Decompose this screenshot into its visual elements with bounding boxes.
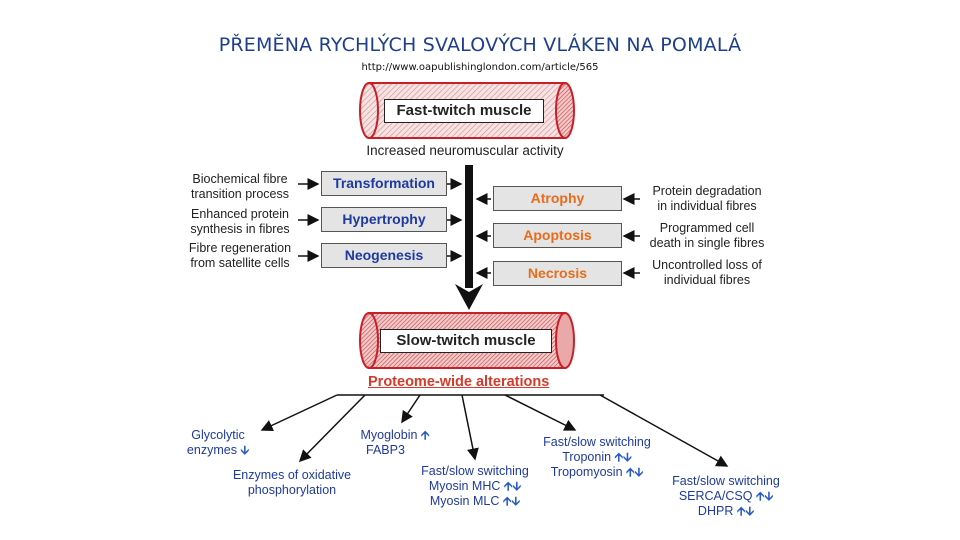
- arrow-down-icon: 🡫: [513, 479, 522, 493]
- fast-twitch-label: Fast-twitch muscle: [384, 99, 544, 123]
- outcome-myosin: Fast/slow switching Myosin MHC 🡩🡫 Myosin…: [414, 464, 536, 509]
- slow-twitch-label: Slow-twitch muscle: [380, 329, 552, 353]
- outcome-myoglobin: Myoglobin 🡩 FABP3: [352, 428, 438, 458]
- right-note-arrows: [624, 199, 640, 273]
- arrow-up-icon: 🡩: [615, 450, 624, 464]
- activity-heading: Increased neuromuscular activity: [340, 143, 590, 158]
- box-apoptosis: Apoptosis: [493, 223, 622, 248]
- outcome-glycolytic: Glycolytic enzymes 🡫: [178, 428, 258, 458]
- arrow-down-icon: 🡫: [511, 494, 520, 508]
- blue-box-arrows: [446, 184, 461, 256]
- arrow-down-icon: 🡫: [240, 443, 249, 457]
- arrow-down-icon: 🡫: [765, 489, 774, 503]
- box-necrosis: Necrosis: [493, 261, 622, 286]
- arrow-up-icon: 🡩: [626, 465, 635, 479]
- outcome-troponin: Fast/slow switching Troponin 🡩🡫 Tropomyo…: [536, 435, 658, 480]
- box-transformation: Transformation: [321, 171, 447, 196]
- left-note-arrows: [298, 184, 318, 256]
- outcome-oxidative: Enzymes of oxidative phosphorylation: [222, 468, 362, 498]
- box-hypertrophy: Hypertrophy: [321, 207, 447, 232]
- orange-box-arrows: [477, 199, 491, 273]
- box-atrophy: Atrophy: [493, 186, 622, 211]
- arrow-up-icon: 🡩: [504, 479, 513, 493]
- arrow-up-icon: 🡩: [756, 489, 765, 503]
- arrow-down-icon: 🡫: [635, 465, 644, 479]
- source-url: http://www.oapublishinglondon.com/articl…: [0, 62, 960, 73]
- arrow-up-icon: 🡩: [421, 428, 430, 442]
- box-neogenesis: Neogenesis: [321, 243, 447, 268]
- arrow-down-icon: 🡫: [623, 450, 632, 464]
- outcome-serca: Fast/slow switching SERCA/CSQ 🡩🡫 DHPR 🡩🡫: [664, 474, 788, 519]
- arrow-down-icon: 🡫: [745, 504, 754, 518]
- main-down-arrow: [455, 165, 483, 310]
- proteome-heading: Proteome-wide alterations: [368, 374, 549, 390]
- page-title: PŘEMĚNA RYCHLÝCH SVALOVÝCH VLÁKEN NA POM…: [0, 34, 960, 56]
